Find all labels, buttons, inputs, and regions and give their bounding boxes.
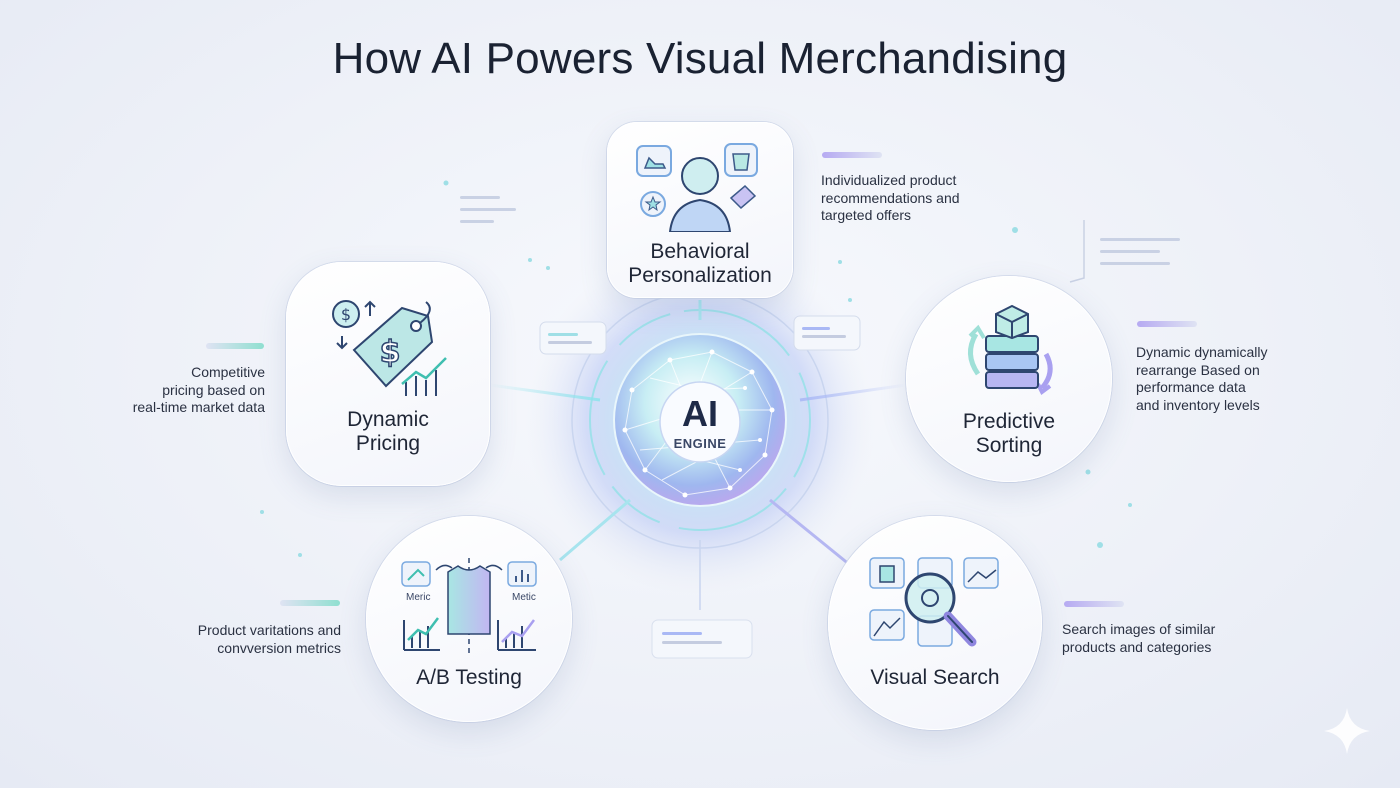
node-behavioral-personalization: Behavioral Personalization — [607, 122, 793, 298]
engine-core — [659, 381, 741, 463]
engine-main-label: AI — [682, 393, 718, 434]
node-ab-testing: Meric Metic A/B Testing — [366, 516, 572, 722]
svg-text:$: $ — [341, 305, 351, 324]
pricing-pill — [206, 343, 264, 349]
stacked-layers-icon — [968, 304, 1053, 396]
behavioral-label: Behavioral Personalization — [628, 240, 772, 287]
beam-abtest — [559, 498, 631, 562]
ai-engine: AI ENGINE — [640, 393, 760, 452]
sparkle-icon — [1324, 708, 1370, 754]
node-visual-search: Visual Search — [828, 516, 1042, 730]
deco-lines-topleft — [460, 196, 516, 223]
vsearch-description: Search images of similar products and ca… — [1062, 621, 1216, 655]
engine-sub-label: ENGINE — [673, 436, 727, 451]
deco-bracket-right — [1069, 220, 1085, 283]
node-predictive-sorting: Predictive Sorting — [906, 276, 1112, 482]
vsearch-label: Visual Search — [870, 666, 1000, 689]
image-search-icon — [869, 557, 999, 647]
beam-vsearch — [769, 498, 851, 567]
svg-text:$: $ — [380, 335, 401, 370]
sorting-label: Predictive Sorting — [962, 410, 1056, 457]
node-dynamic-pricing: $ $ Dynamic Pricing — [286, 262, 490, 486]
floating-panel-bottom — [651, 619, 753, 659]
pricing-description: Competitive pricing based on real-time m… — [132, 364, 265, 415]
metric-left-label: Meric — [406, 592, 431, 603]
beam-pricing — [489, 383, 601, 402]
floating-panel-right — [793, 315, 861, 351]
floating-panel-left — [539, 321, 607, 355]
abtest-pill — [280, 600, 340, 606]
behavioral-description: Individualized product recommendations a… — [821, 172, 960, 223]
behavioral-pill — [822, 152, 882, 158]
price-tag-icon: $ $ — [332, 300, 447, 396]
page-title: How AI Powers Visual Merchandising — [332, 34, 1068, 83]
pricing-label: Dynamic Pricing — [347, 408, 429, 455]
vsearch-pill — [1064, 601, 1124, 607]
ab-split-icon — [401, 558, 537, 654]
abtest-description: Product varitations and convversion metr… — [197, 622, 341, 656]
metric-right-label: Metic — [512, 592, 536, 603]
abtest-label: A/B Testing — [416, 666, 522, 689]
beam-sorting — [799, 383, 907, 402]
sorting-description: Dynamic dynamically rearrange Based on p… — [1136, 344, 1268, 413]
person-shopping-icon — [636, 143, 758, 232]
sorting-pill — [1137, 321, 1197, 327]
deco-lines-topright — [1100, 238, 1180, 265]
